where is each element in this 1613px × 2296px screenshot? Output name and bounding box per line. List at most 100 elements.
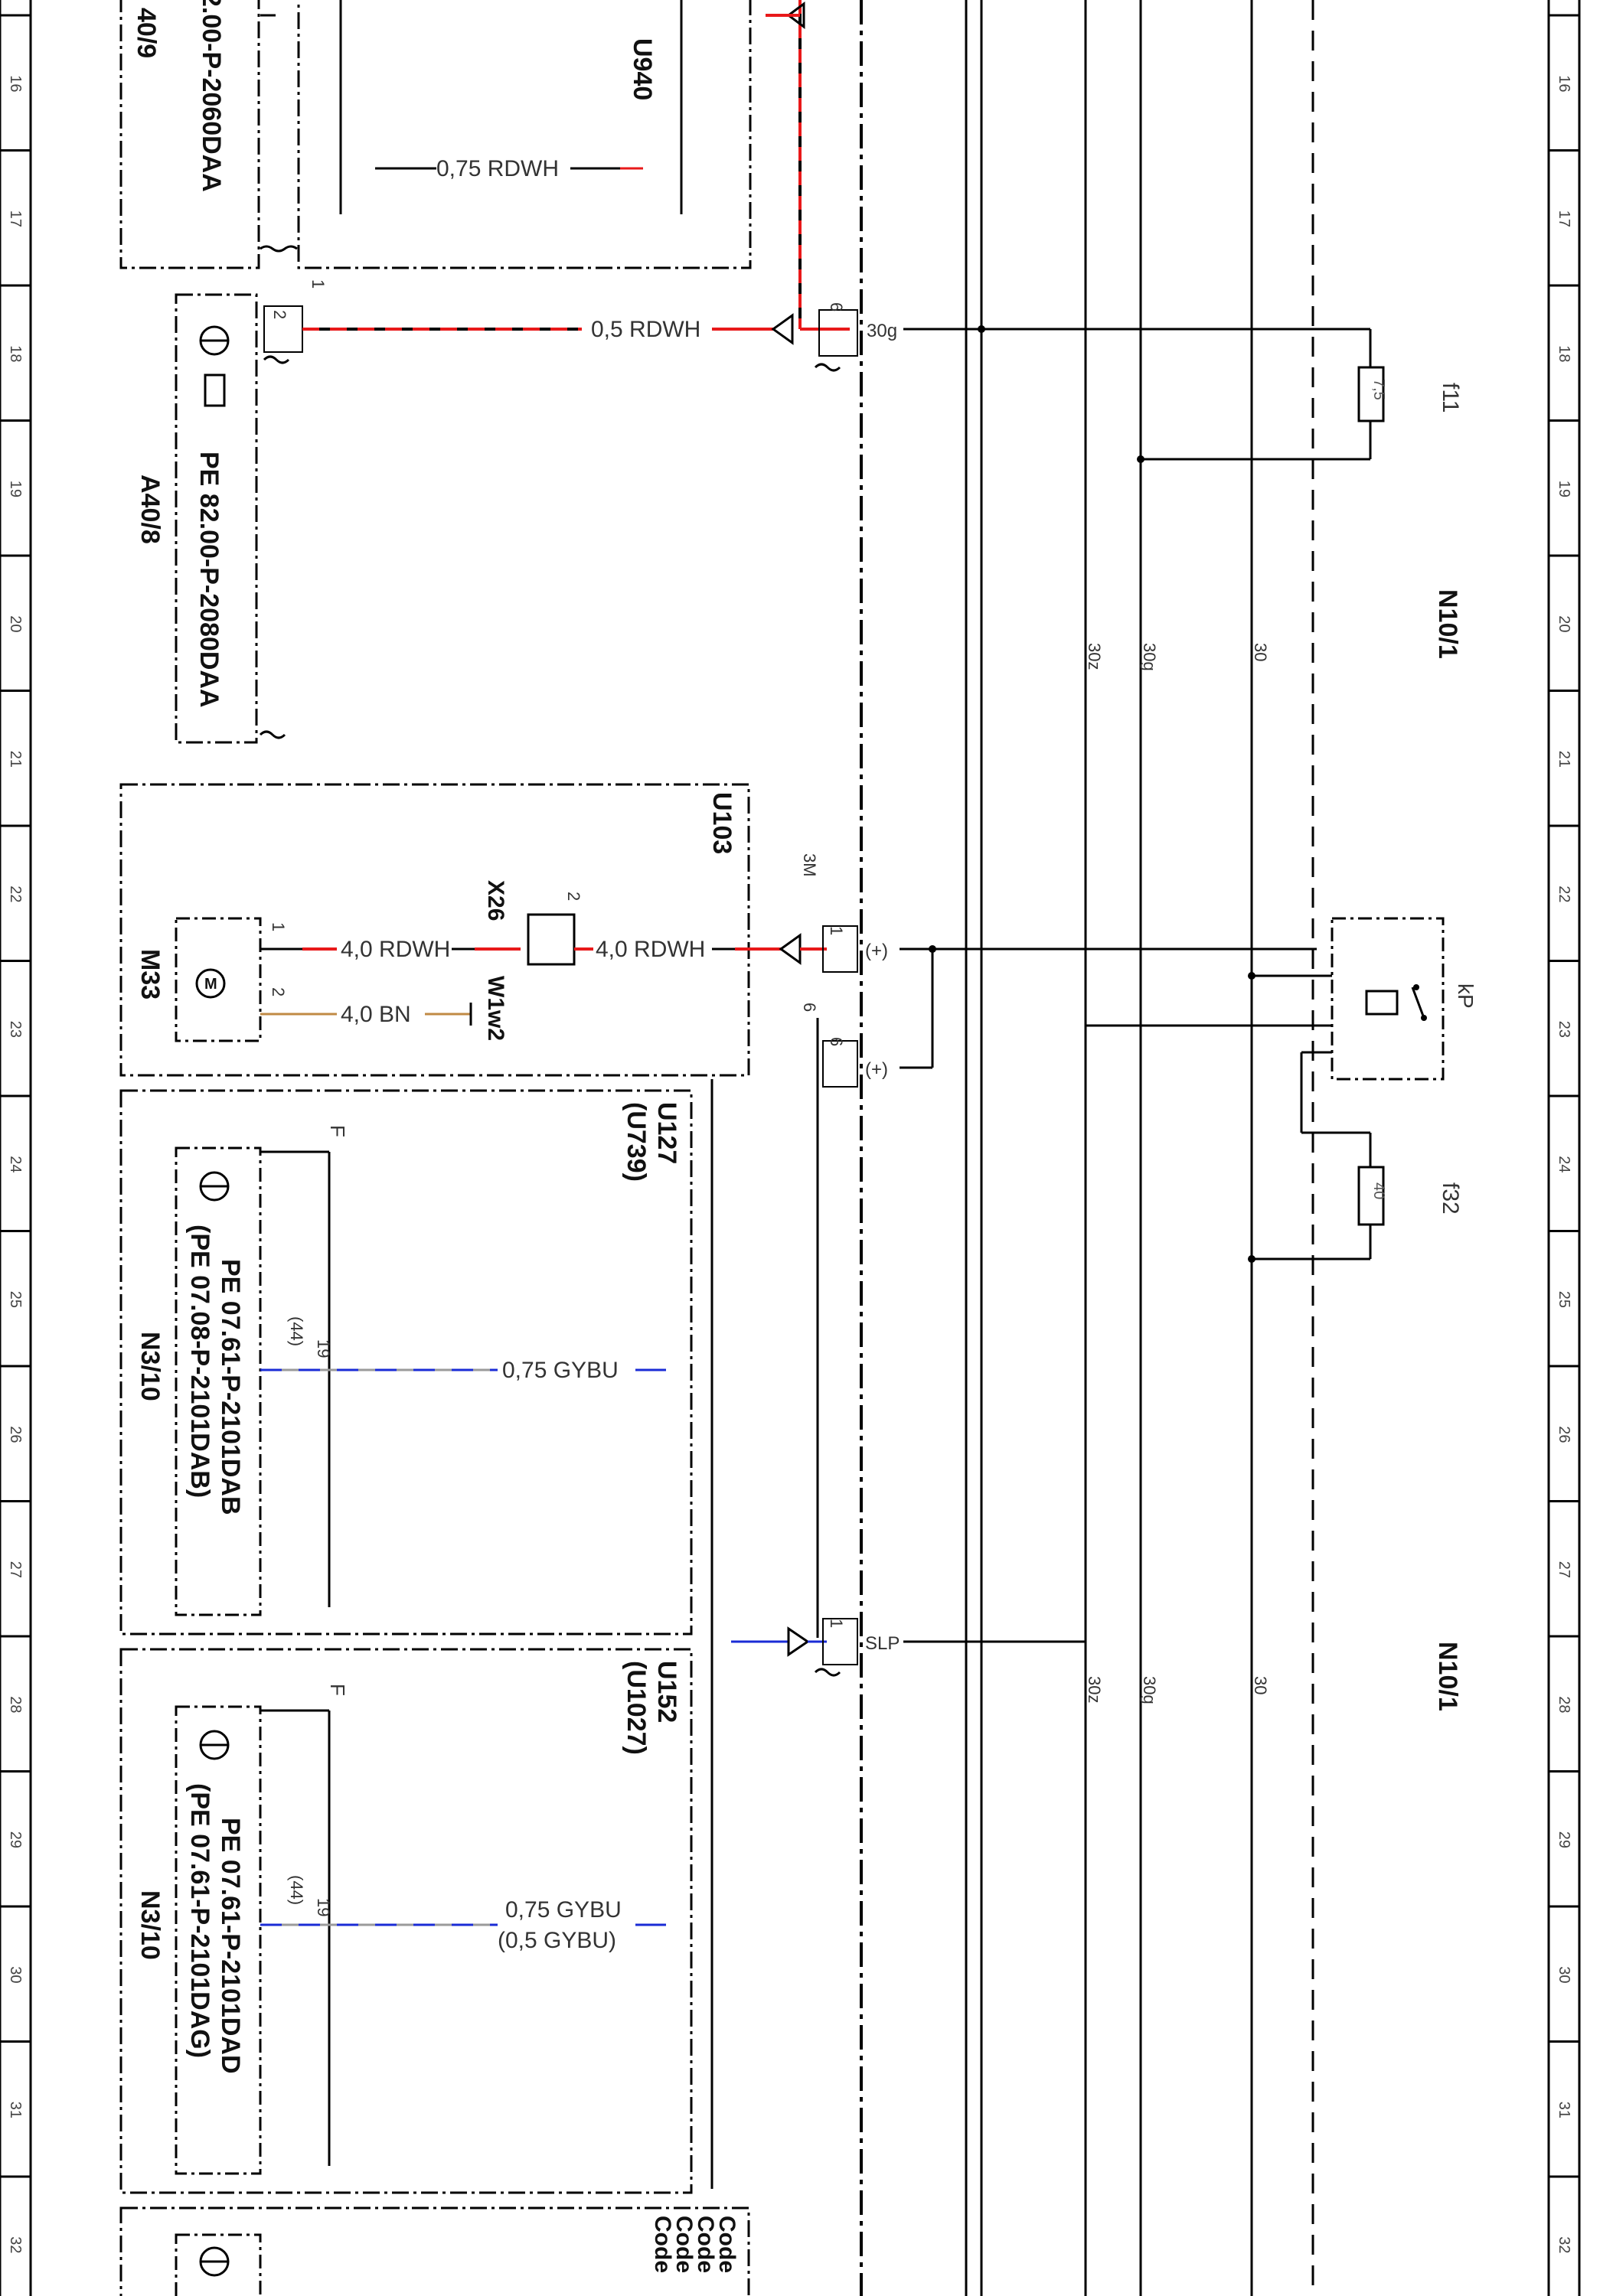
left-ruler-number: 27 (7, 1561, 24, 1578)
connector-label: (+) (865, 1059, 888, 1080)
left-ruler-number: 17 (7, 210, 24, 227)
right-ruler-number: 18 (1556, 345, 1572, 362)
module-a40-8: A40/8 PE 82.00-P-2080DAA 1 2 (136, 279, 328, 744)
module-doc: 2.00-P-2060DAA (197, 0, 226, 192)
wire-label: 0,75 RDWH (436, 156, 559, 181)
module-alt: (U739) (622, 1102, 651, 1182)
module-u152: U152 (U1027) F (119, 1648, 713, 2194)
right-ruler-number: 24 (1556, 1156, 1572, 1172)
module-code: N10/1 (1433, 1642, 1462, 1711)
left-ruler-number: 22 (7, 885, 24, 902)
right-ruler-number: 17 (1556, 210, 1572, 227)
code-line: Code (671, 2216, 697, 2273)
relay-kp: kP (1084, 917, 1477, 1642)
right-ruler-number: 25 (1556, 1291, 1572, 1308)
pin-label: 19 (314, 1898, 333, 1916)
module-code: M33 (136, 949, 165, 1000)
right-ruler-number: 27 (1556, 1561, 1572, 1578)
left-ruler-number: 20 (7, 615, 24, 632)
module-n3-10-b: N3/10 PE 07.61-P-2101DAD (PE 07.61-P-210… (136, 1705, 666, 2175)
module-code: 40/9 (132, 8, 161, 58)
module-code: U940 (628, 38, 657, 100)
module-u940: U940 0,75 RDWH (297, 0, 752, 269)
bus-labels-bottom: 30z 30g 30 (1085, 1676, 1270, 1704)
right-ruler-number: 21 (1556, 751, 1572, 768)
right-ruler-number: 32 (1556, 2236, 1572, 2253)
left-ruler-number: 29 (7, 1831, 24, 1848)
wire-a40-8-30g: 0,5 RDWH (302, 313, 794, 345)
wire-label: 4,0 BN (341, 1002, 411, 1027)
left-ruler-number: 28 (7, 1696, 24, 1713)
svg-text:M: M (204, 976, 217, 993)
left-ruler-number: 23 (7, 1021, 24, 1038)
connector-code: X26 (483, 880, 508, 921)
module-code: U152 (652, 1661, 681, 1723)
module-a40-9: 40/9 2.00-P-2060DAA (119, 0, 298, 269)
document-icon (204, 373, 226, 407)
left-ruler-number: 30 (7, 1966, 24, 1983)
wire-label: 0,5 RDWH (591, 317, 700, 342)
pin-label-alt: (44) (287, 1875, 306, 1905)
wire-label: 4,0 RDWH (596, 937, 705, 962)
module-code: N10/1 (1433, 589, 1462, 659)
bus-label-30g: 30g (1140, 1676, 1159, 1704)
right-ruler-number: 31 (1556, 2102, 1572, 2118)
relay-name: kP (1454, 983, 1477, 1009)
pin-label-alt: (44) (287, 1316, 306, 1346)
motor-m33: M M33 1 2 4,0 RDWH 4,0 BN (136, 917, 521, 1042)
code-line: Code (650, 2216, 675, 2273)
left-ruler-number: 18 (7, 345, 24, 362)
module-u127: U127 (U739) F (119, 1079, 713, 1653)
wire-label-alt: (0,5 GYBU) (498, 1928, 616, 1953)
right-ruler-number: 20 (1556, 615, 1572, 632)
connector-label: (+) (865, 941, 888, 961)
connector-pin: 1 (827, 1619, 846, 1628)
left-ruler-number: 25 (7, 1291, 24, 1308)
module-doc: PE 82.00-P-2080DAA (194, 452, 224, 708)
right-ruler-number: 23 (1556, 1021, 1572, 1038)
module-code: A40/8 (136, 475, 165, 544)
ground-label: W1w2 (483, 976, 508, 1041)
module-n3-10-a: N3/10 PE 07.61-P-2101DAB (PE 07.08-P-210… (136, 1146, 666, 1616)
pin-label: 1 (269, 922, 288, 931)
right-ruler-number: 19 (1556, 481, 1572, 497)
pin-label: 1 (309, 279, 328, 289)
bus-label-30: 30 (1251, 1676, 1270, 1694)
connector-side: 6 (800, 1003, 819, 1012)
bus-label-30z: 30z (1085, 643, 1104, 670)
connector-pin: 1 (827, 926, 846, 935)
wire-label: 4,0 RDWH (341, 937, 450, 962)
connector-side: 3M (800, 853, 819, 877)
bus-label-30: 30 (1251, 643, 1270, 661)
left-ruler-number: 26 (7, 1426, 24, 1443)
module-code: N3/10 (136, 1332, 165, 1401)
connector-label: 30g (867, 321, 897, 341)
connector-pin: 6 (827, 302, 846, 311)
fuse-f32: 40 f32 (1248, 1133, 1463, 1263)
connector-plus-1: 3M 1 (+) (800, 853, 1317, 973)
bus-label-30g: 30g (1140, 643, 1159, 671)
module-code: U103 (707, 792, 736, 854)
fuse-name: f32 (1438, 1182, 1463, 1215)
module-code: N3/10 (136, 1890, 165, 1960)
code-line: Code (714, 2216, 740, 2273)
right-ruler-number: 29 (1556, 1831, 1572, 1848)
left-ruler-number: 31 (7, 2102, 24, 2118)
connector-label: SLP (865, 1633, 900, 1654)
wire-u940-to-30g (766, 0, 850, 331)
connector-plus-2: 6 6 (+) (800, 949, 934, 1638)
harness-separator (860, 0, 1314, 2296)
flag: F (326, 1684, 349, 1696)
module-doc: PE 07.61-P-2101DAB (216, 1259, 245, 1515)
connector-pin: 6 (827, 1037, 846, 1046)
module-u103: U103 (119, 783, 750, 1077)
right-ruler-number: 30 (1556, 1966, 1572, 1983)
wire-label: 0,75 GYBU (502, 1358, 619, 1383)
module-doc-alt: (PE 07.61-P-2101DAG) (185, 1783, 214, 2058)
code-line: Code (693, 2216, 718, 2273)
right-ruler-number: 28 (1556, 1696, 1572, 1713)
